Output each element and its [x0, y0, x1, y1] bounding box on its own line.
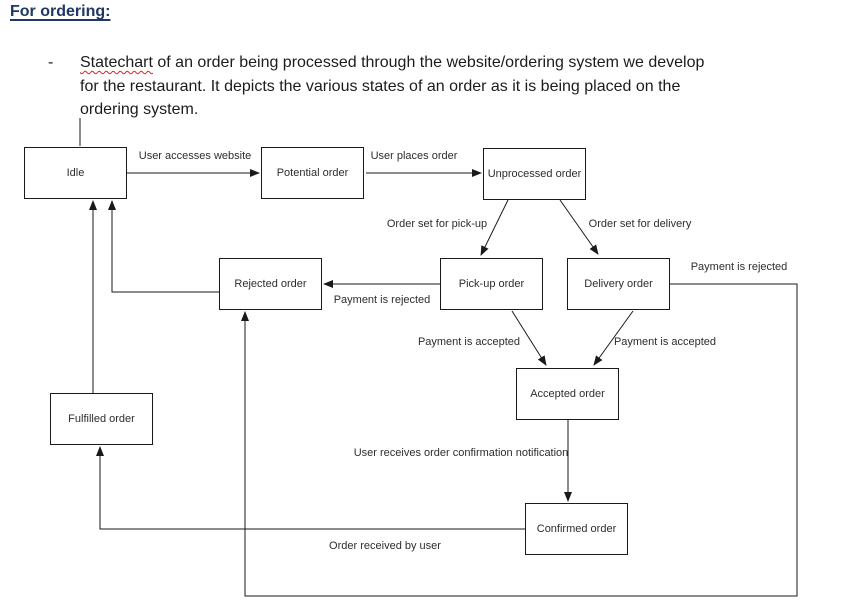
state-box-rejected: Rejected order [219, 258, 322, 310]
page-title: For ordering: [10, 3, 111, 20]
edge-label-user-accesses-website: User accesses website [138, 150, 252, 162]
bullet-marker: - [48, 54, 54, 71]
state-box-fulfilled: Fulfilled order [50, 393, 153, 445]
edge-label-order-received: Order received by user [329, 540, 441, 552]
state-box-delivery: Delivery order [567, 258, 670, 310]
edge-label-payment-accepted-pickup: Payment is accepted [417, 336, 521, 348]
state-box-accepted: Accepted order [516, 368, 619, 420]
edge-label-payment-rejected-pickup: Payment is rejected [333, 294, 431, 306]
edge-rejected-to-idle [108, 200, 219, 293]
edge-label-user-places-order: User places order [370, 150, 458, 162]
state-box-potential: Potential order [261, 147, 364, 199]
paragraph-line-1: Statechart of an order being processed t… [80, 51, 704, 75]
spellcheck-word: Statechart [80, 54, 153, 71]
paragraph-line-1-rest: of an order being processed through the … [152, 54, 705, 71]
edge-delivery-to-rejected [241, 283, 798, 597]
state-box-idle: Idle [24, 147, 127, 199]
paragraph-line-2: for the restaurant. It depicts the vario… [80, 77, 681, 95]
edge-label-payment-accepted-delivery: Payment is accepted [613, 336, 717, 348]
state-box-confirmed: Confirmed order [525, 503, 628, 555]
edge-label-order-set-for-pickup: Order set for pick-up [386, 218, 488, 230]
edge-confirmed-to-fulfilled [96, 446, 525, 530]
state-box-pickup: Pick-up order [440, 258, 543, 310]
intro-paragraph: Statechart of an order being processed t… [80, 51, 704, 122]
state-box-unprocessed: Unprocessed order [483, 148, 586, 200]
edge-label-order-confirmation: User receives order confirmation notific… [353, 447, 569, 459]
paragraph-line-3: ordering system. [80, 101, 199, 118]
edge-label-payment-rejected-delivery: Payment is rejected [690, 261, 788, 273]
edge-label-order-set-for-delivery: Order set for delivery [588, 218, 692, 230]
